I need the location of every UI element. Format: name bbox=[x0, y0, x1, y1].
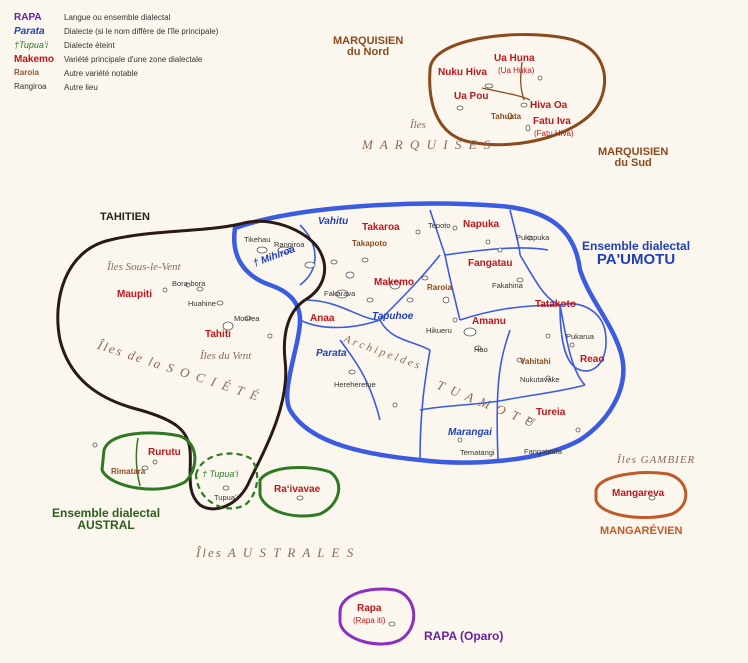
island-marks bbox=[92, 75, 656, 627]
legend-desc: Langue ou ensemble dialectal bbox=[64, 13, 171, 22]
island-raivavae: Raʻivavae bbox=[274, 484, 321, 495]
island-pukapuka: Pukapuka bbox=[516, 233, 550, 242]
legend-desc: Autre variété notable bbox=[64, 69, 138, 78]
island-hiva-oa: Hiva Oa bbox=[530, 100, 568, 111]
island-maupiti: Maupiti bbox=[117, 289, 152, 300]
archipelago-australes: Îles A U S T R A L E S bbox=[196, 545, 356, 560]
island-fatu-hiva: (Fatu Hiva) bbox=[534, 129, 574, 138]
island-tupuai: Tupuaʻi bbox=[214, 493, 239, 502]
mangarevien-boundary bbox=[594, 471, 688, 520]
island-hao: Hao bbox=[474, 345, 488, 354]
legend-desc: Autre lieu bbox=[64, 83, 98, 92]
island-hereheretue: Hereheretue bbox=[334, 380, 376, 389]
legend-key: Makemo bbox=[14, 54, 55, 65]
island-ua-huna: Ua Huna bbox=[494, 53, 535, 64]
legend-row-extinct: †Tupuaʻi Dialecte éteint bbox=[14, 40, 264, 54]
island-rangiroa: Rangiroa bbox=[274, 240, 305, 249]
island-takapoto: Takapoto bbox=[352, 239, 387, 248]
island-tahuata: Tahuata bbox=[491, 112, 522, 121]
archipelago-gambier: Îles GAMBIER bbox=[617, 454, 696, 466]
dialect-vahitu: Vahitu bbox=[318, 216, 349, 227]
legend-key: RAPA bbox=[14, 12, 42, 23]
legend-row-place: Rangiroa Autre lieu bbox=[14, 82, 264, 96]
island-amanu: Amanu bbox=[472, 316, 506, 327]
island-rapa-iti: (Rapa iti) bbox=[353, 616, 386, 625]
zone-mangarevien: MANGARÉVIEN bbox=[600, 525, 683, 537]
island-anaa: Anaa bbox=[310, 313, 335, 324]
island-mangareva: Mangareva bbox=[612, 488, 665, 499]
island-tematangi: Tematangi bbox=[460, 448, 495, 457]
island-ua-huka: (Ua Huka) bbox=[498, 66, 535, 75]
rapa-boundary bbox=[338, 587, 416, 646]
island-fangatau: Fangatau bbox=[468, 258, 513, 269]
archipelago-sous-le-vent: Îles Sous-le-Vent bbox=[107, 261, 181, 273]
legend-row-dialect: RAPA Langue ou ensemble dialectal bbox=[14, 12, 264, 26]
island-moorea: Moorea bbox=[234, 314, 260, 323]
legend-key: Raroia bbox=[14, 68, 39, 77]
island-bora-bora: Bora-bora bbox=[172, 279, 206, 288]
legend-key: †Tupuaʻi bbox=[14, 40, 48, 50]
archipelago-marquises-prefix: Îles bbox=[410, 119, 426, 131]
island-huahine: Huahine bbox=[188, 299, 216, 308]
island-rapa: Rapa bbox=[357, 603, 382, 614]
island-tikehau: Tikehau bbox=[244, 235, 271, 244]
island-nuku-hiva: Nuku Hiva bbox=[438, 67, 487, 78]
island-fangataufa: Fangataufa bbox=[524, 447, 562, 456]
paumotu-boundary bbox=[231, 201, 626, 465]
island-fakahina: Fakahina bbox=[492, 281, 523, 290]
dialect-marangai: Marangai bbox=[448, 427, 492, 438]
archipelago-marquises: M A R Q U I S E S bbox=[362, 137, 493, 152]
island-ua-pou: Ua Pou bbox=[454, 91, 489, 102]
legend-desc: Variété principale d'une zone dialectale bbox=[64, 55, 203, 64]
marquisien-boundary bbox=[428, 33, 607, 147]
austral-boundaries bbox=[100, 431, 341, 518]
island-napuka: Napuka bbox=[463, 219, 500, 230]
island-rurutu: Rurutu bbox=[148, 447, 181, 458]
archipelago-du-vent: Îles du Vent bbox=[200, 350, 252, 362]
legend-row-variant: Parata Dialecte (si le nom diffère de l'î… bbox=[14, 26, 264, 40]
legend-row-notable: Raroia Autre variété notable bbox=[14, 68, 264, 82]
island-nukutavake: Nukutavake bbox=[520, 375, 560, 384]
legend-desc: Dialecte éteint bbox=[64, 41, 115, 50]
island-makemo: Makemo bbox=[374, 277, 415, 288]
zone-rapa: RAPA (Oparo) bbox=[424, 629, 504, 643]
island-hikueru: Hikueru bbox=[426, 326, 452, 335]
island-tahiti: Tahiti bbox=[205, 329, 231, 340]
legend-key: Rangiroa bbox=[14, 82, 47, 91]
island-pukarua: Pukarua bbox=[566, 332, 594, 341]
dialect-parata: Parata bbox=[316, 348, 347, 359]
zone-tahitien: TAHITIEN bbox=[100, 211, 150, 223]
island-tureia: Tureia bbox=[536, 407, 566, 418]
legend-row-main: Makemo Variété principale d'une zone dial… bbox=[14, 54, 264, 68]
island-rimatara: Rimatara bbox=[111, 467, 146, 476]
island-vahitahi: Vahitahi bbox=[520, 357, 551, 366]
island-tepoto: Tepoto bbox=[428, 221, 451, 230]
island-reao: Reao bbox=[580, 354, 605, 365]
island-tatakoto: Tatakoto bbox=[535, 299, 576, 310]
island-raroia: Raroia bbox=[427, 283, 452, 292]
island-takaroa: Takaroa bbox=[362, 222, 400, 233]
legend-key: Parata bbox=[14, 26, 45, 37]
tahitien-boundary bbox=[56, 219, 327, 511]
legend-desc: Dialecte (si le nom diffère de l'île pri… bbox=[64, 27, 219, 36]
island-fatu-iva: Fatu Iva bbox=[533, 116, 571, 127]
dialect-tupuai: † Tupuaʻi bbox=[202, 469, 239, 479]
island-fakarava: Fakarava bbox=[324, 289, 356, 298]
dialect-tapuhoe: Tapuhoe bbox=[372, 311, 414, 322]
